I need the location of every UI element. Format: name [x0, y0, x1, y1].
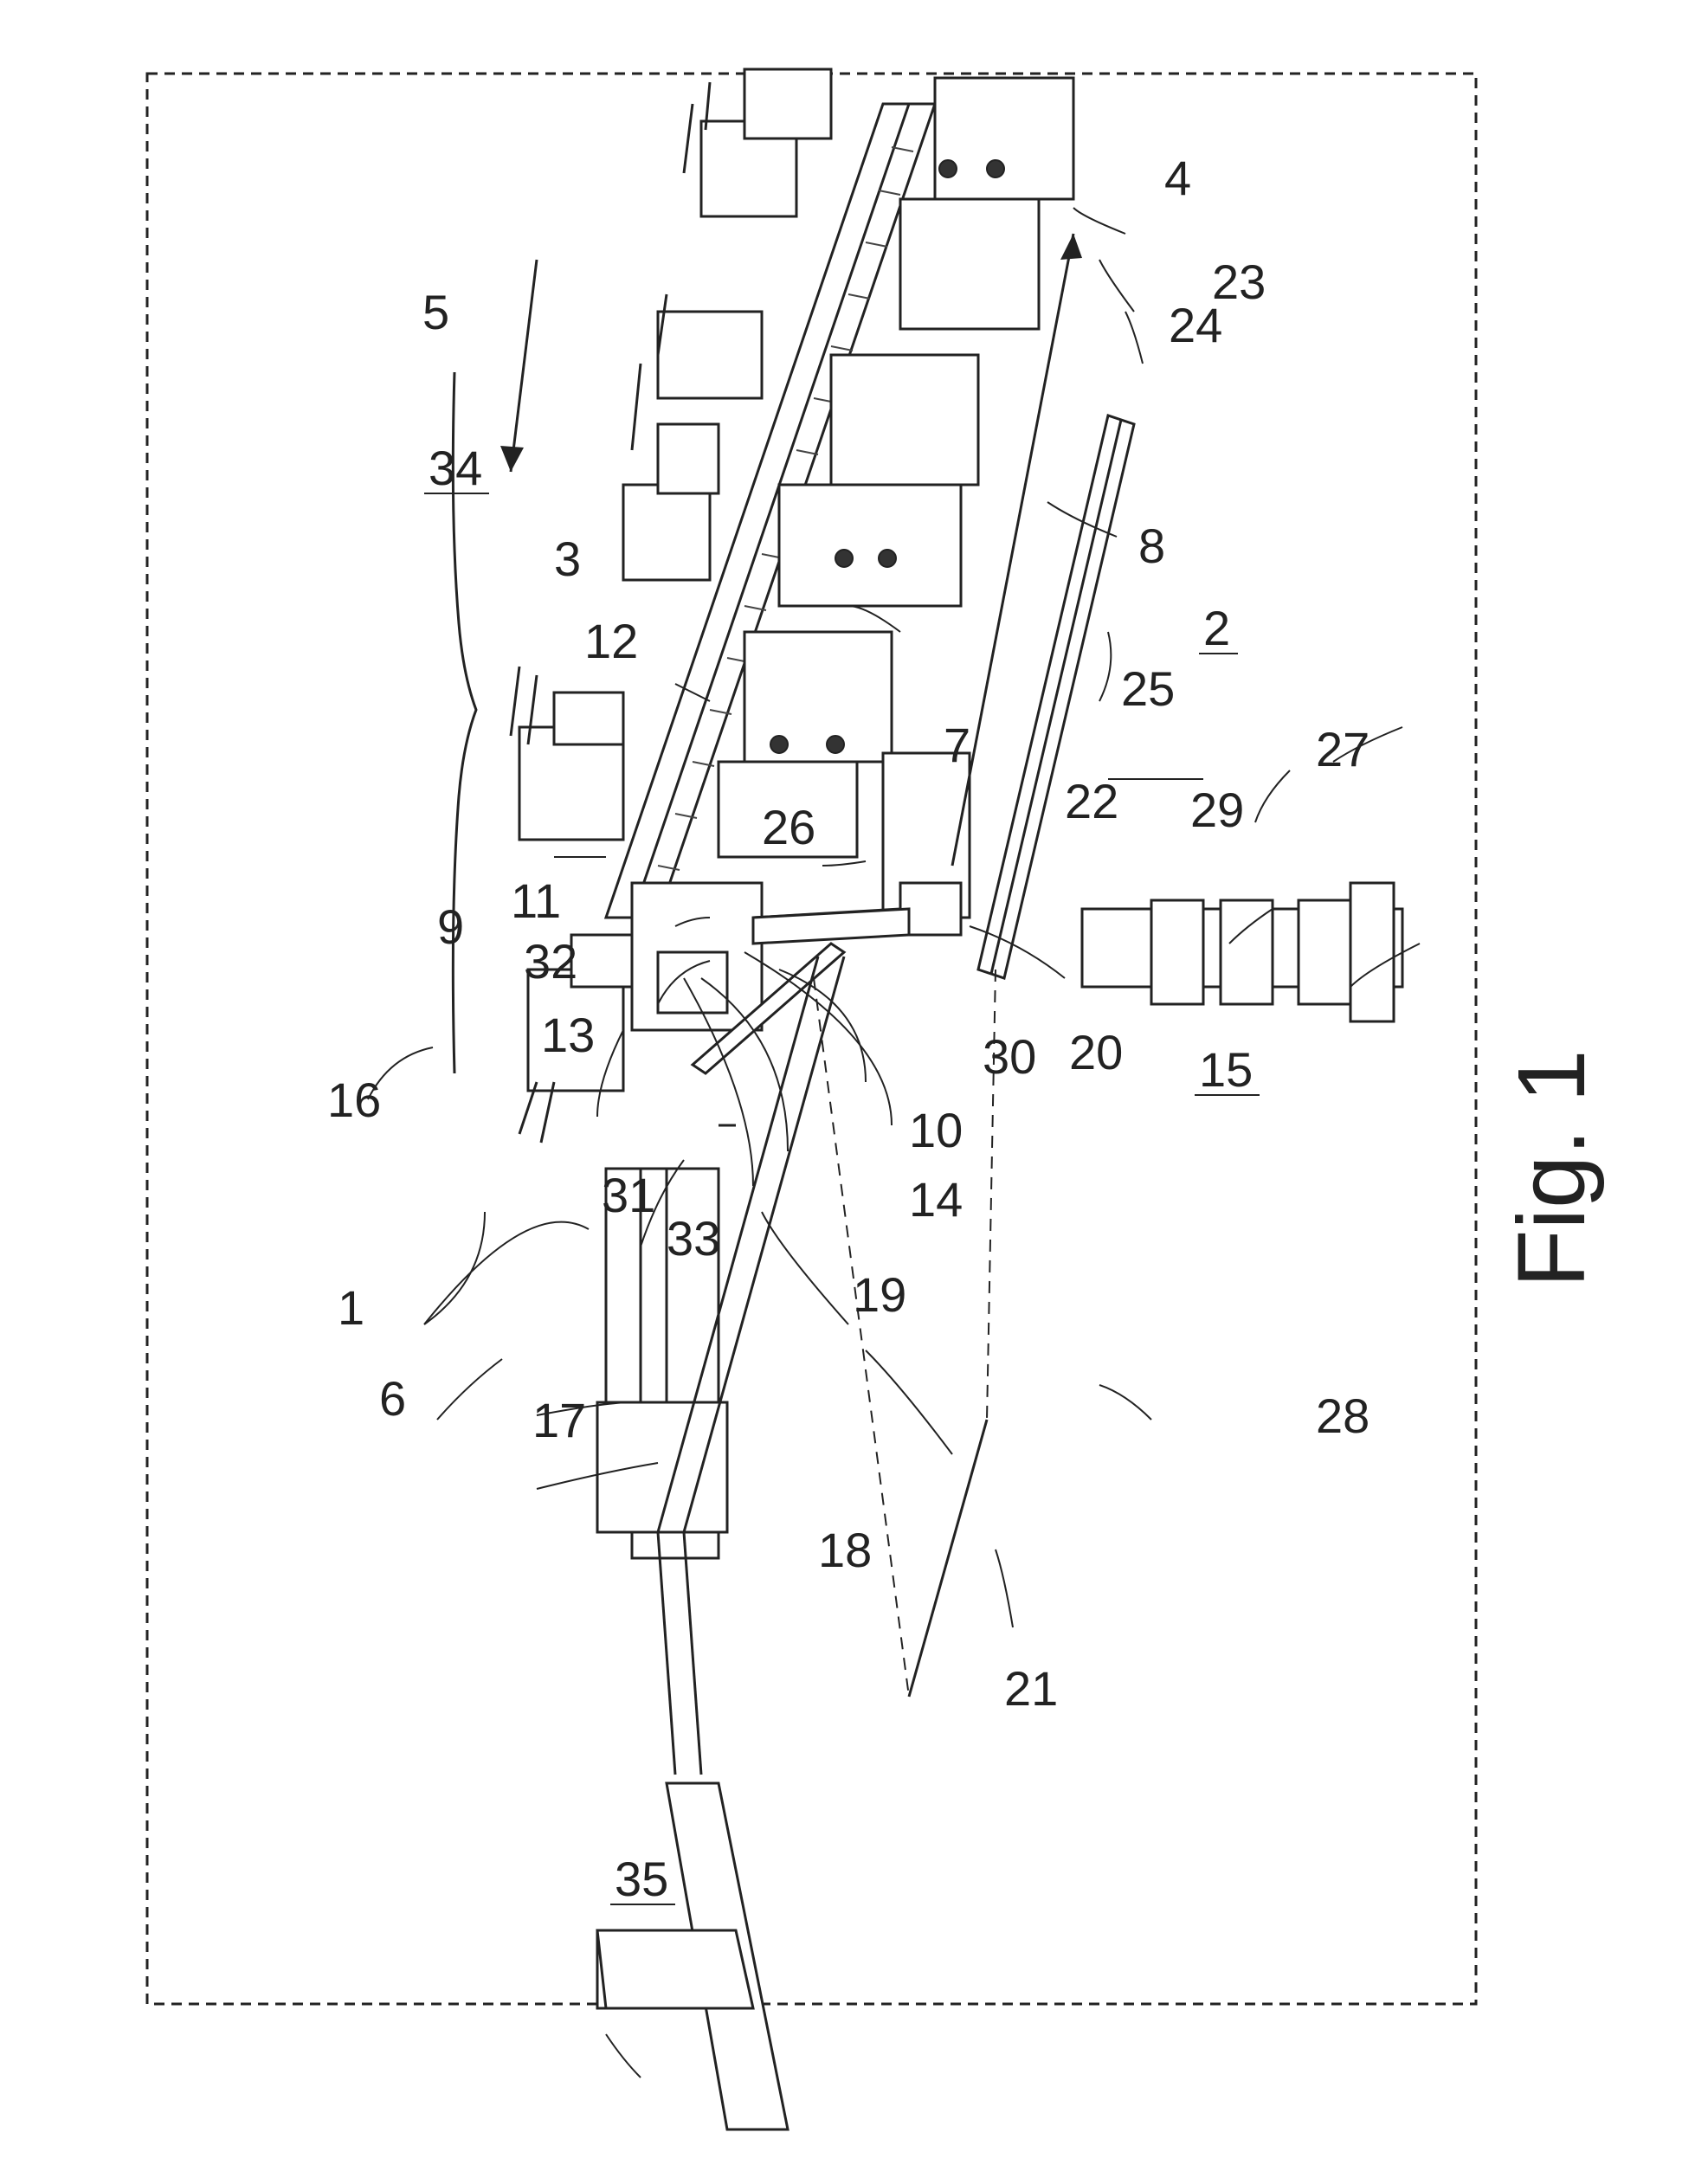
label-32: 32 — [524, 934, 577, 989]
label-11: 11 — [511, 873, 561, 928]
label-21: 21 — [1004, 1661, 1058, 1716]
label-9: 9 — [437, 899, 464, 954]
direction-arrow-5 — [500, 260, 537, 472]
label-7: 7 — [944, 718, 970, 772]
label-28: 28 — [1316, 1388, 1370, 1443]
leader-6b — [424, 1222, 589, 1324]
label-30: 30 — [983, 1029, 1036, 1084]
label-6: 6 — [379, 1371, 406, 1426]
label-20: 20 — [1069, 1025, 1123, 1079]
label-4: 4 — [1164, 151, 1191, 205]
label-17: 17 — [532, 1393, 586, 1447]
return-conveyor — [597, 1783, 788, 2129]
label-2: 2 — [1203, 601, 1230, 655]
label-15: 15 — [1199, 1042, 1253, 1097]
label-12: 12 — [584, 614, 638, 668]
label-33: 33 — [667, 1211, 720, 1266]
label-25: 25 — [1121, 661, 1175, 716]
label-19: 19 — [853, 1267, 906, 1322]
label-24: 24 — [1169, 298, 1222, 352]
label-8: 8 — [1138, 519, 1165, 573]
label-16: 16 — [327, 1073, 381, 1127]
label-1: 1 — [338, 1280, 364, 1335]
label-18: 18 — [818, 1523, 872, 1577]
label-10: 10 — [909, 1103, 963, 1157]
label-22: 22 — [1065, 774, 1118, 828]
machine-assembly — [368, 69, 1420, 2129]
label-31: 31 — [602, 1168, 655, 1222]
figure-caption: Fig. 1 — [1498, 1049, 1605, 1287]
label-14: 14 — [909, 1172, 963, 1227]
label-26: 26 — [762, 800, 815, 854]
vertical-cylinder — [1082, 883, 1402, 1021]
label-34: 34 — [429, 441, 482, 495]
label-29: 29 — [1190, 783, 1244, 837]
label-35: 35 — [615, 1852, 668, 1906]
dashed-projection — [814, 970, 996, 1697]
label-5: 5 — [422, 285, 449, 339]
label-13: 13 — [541, 1008, 595, 1062]
label-3: 3 — [554, 532, 581, 586]
guide-rail — [978, 416, 1134, 978]
label-27: 27 — [1316, 722, 1370, 776]
